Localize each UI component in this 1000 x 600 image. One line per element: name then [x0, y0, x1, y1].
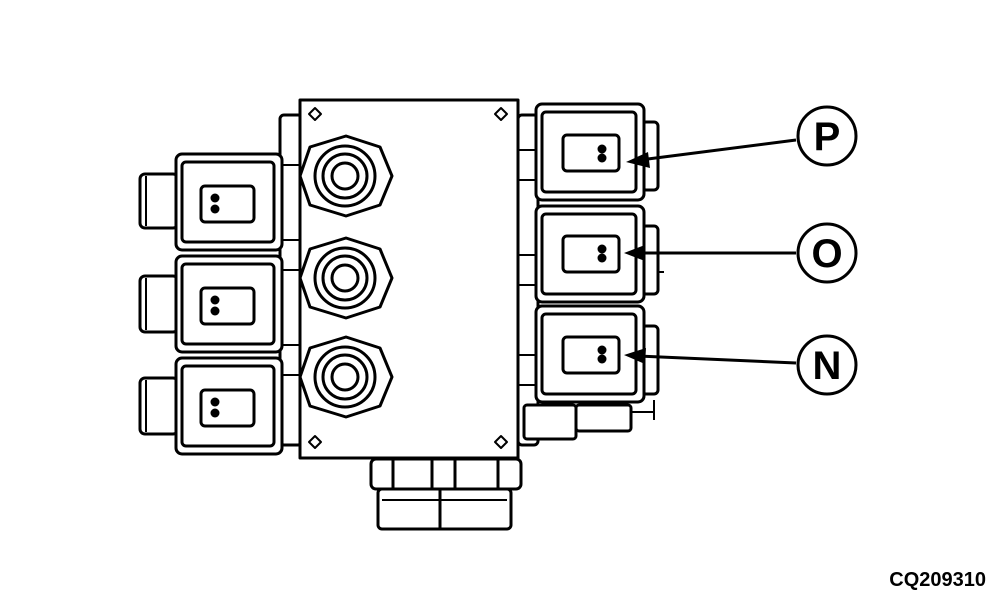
- coil-contact-dots: [210, 144, 607, 418]
- callout-N: N: [796, 334, 858, 396]
- callout-P: P: [796, 105, 858, 167]
- callout-label-P: P: [814, 115, 841, 159]
- hex-fitting-middle: [298, 236, 394, 320]
- callout-label-N: N: [813, 344, 842, 388]
- hex-fitting-bottom: [298, 335, 394, 419]
- right-solenoid-top: [534, 102, 660, 202]
- left-solenoid-top: [138, 152, 284, 252]
- callout-O: O: [796, 222, 858, 284]
- left-solenoid-bottom: [138, 356, 284, 456]
- left-solenoid-middle: [138, 254, 284, 354]
- right-solenoid-bottom: [522, 304, 660, 441]
- hex-fitting-top: [298, 134, 394, 218]
- bottom-fitting: [369, 457, 523, 531]
- leader-arrows: [624, 138, 797, 365]
- callout-label-O: O: [811, 232, 842, 276]
- figure-id: CQ209310: [889, 569, 986, 591]
